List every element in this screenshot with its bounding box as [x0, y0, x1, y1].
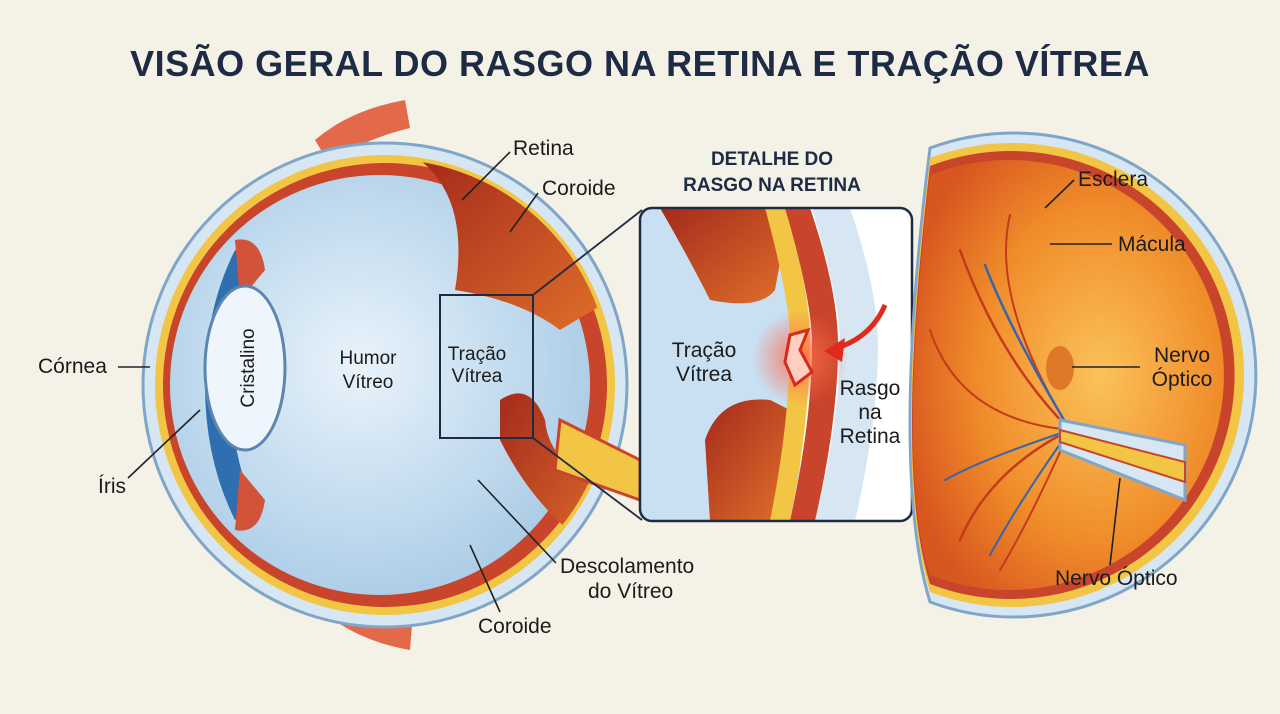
tear-arrow-head-icon [824, 338, 845, 362]
retina-tear-detail-inset [640, 208, 912, 521]
detail-label-rasgo-line3: Retina [840, 425, 901, 448]
label-descol-line2: do Vítreo [588, 580, 673, 603]
leader-esclera [1044, 179, 1075, 209]
blood-vessels [929, 214, 1072, 571]
label-coroide-top: Coroide [542, 177, 616, 200]
leader-retina [461, 151, 511, 201]
zoom-line-top [532, 209, 643, 296]
label-tracao-line2: Vítrea [452, 366, 503, 387]
label-descol-line1: Descolamento [560, 555, 694, 578]
label-nervo-bottom: Nervo Óptico [1055, 567, 1178, 590]
ciliary-lower [235, 470, 265, 531]
right-optic-nerve-core [1059, 428, 1186, 484]
detail-label-tracao-line1: Tração [672, 339, 737, 362]
tear-opening-shape [783, 327, 814, 388]
macula-spot [1046, 346, 1074, 390]
leader-coroide-top [509, 192, 539, 233]
label-humor-line1: Humor [339, 348, 397, 369]
label-nervo-line2: Óptico [1152, 368, 1213, 391]
label-iris: Íris [98, 475, 126, 498]
detail-red-layer [785, 208, 838, 521]
label-tracao-line1: Tração [448, 344, 506, 365]
detail-label-rasgo-line2: na [858, 401, 882, 424]
label-macula: Mácula [1118, 233, 1186, 256]
lens-shape [203, 284, 287, 452]
detail-retina-bottom [705, 399, 790, 521]
label-esclera: Esclera [1078, 168, 1148, 191]
detail-retina-top [660, 208, 790, 304]
leader-nervo-bottom [1109, 477, 1121, 566]
zoom-line-bottom [532, 437, 643, 521]
label-cornea: Córnea [38, 355, 107, 378]
detail-label-rasgo-line1: Rasgo [840, 377, 901, 400]
leader-coroide-bottom [469, 544, 501, 613]
detail-yellow-layer [765, 208, 810, 521]
leader-descol [477, 479, 557, 564]
leader-iris [127, 409, 201, 479]
right-eye-fundus [908, 131, 1258, 619]
detail-label-tracao-line2: Vítrea [676, 363, 732, 386]
traction-zoom-box [439, 294, 534, 439]
label-humor-line2: Vítreo [343, 372, 394, 393]
diagram-title: VISÃO GERAL DO RASGO NA RETINA E TRAÇÃO … [130, 42, 1150, 84]
label-coroide-bottom: Coroide [478, 615, 552, 638]
label-nervo-line1: Nervo [1154, 344, 1210, 367]
label-retina: Retina [513, 137, 574, 160]
detail-title-line2: RASGO NA RETINA [683, 175, 861, 196]
detail-title-line1: DETALHE DO [711, 149, 833, 170]
label-cristalino: Cristalino [238, 328, 259, 407]
